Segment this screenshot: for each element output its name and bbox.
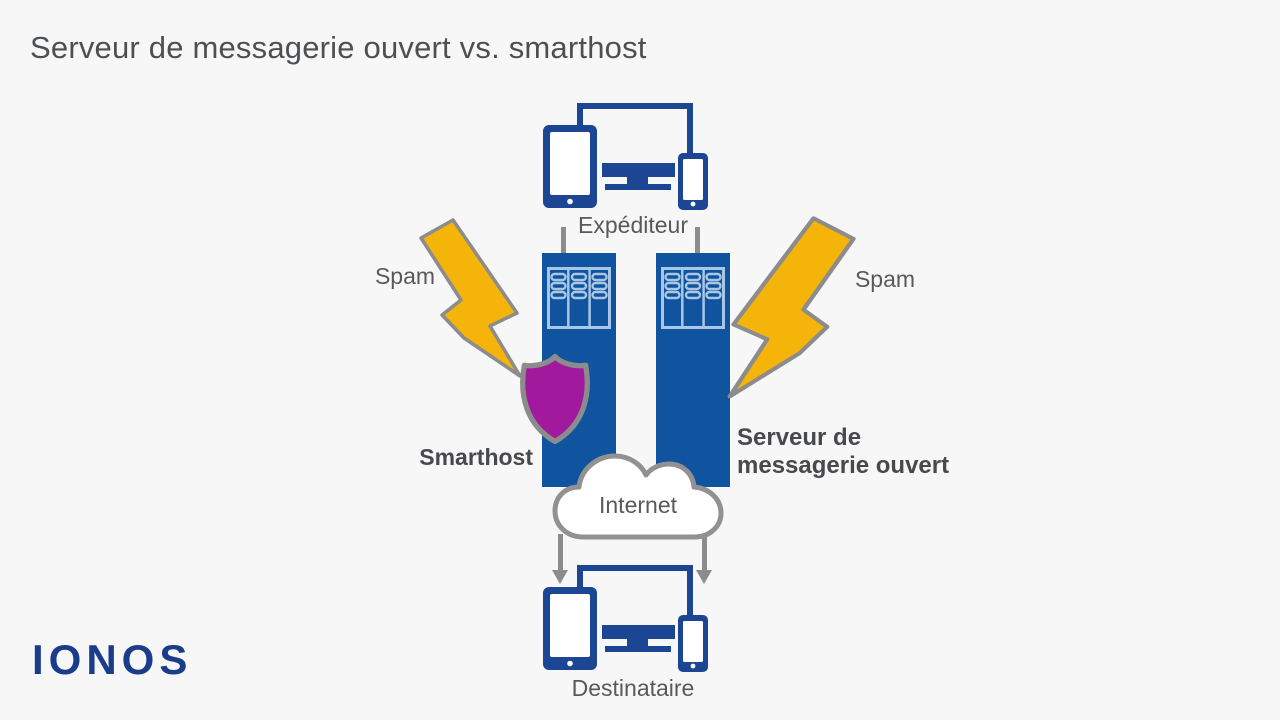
open-server-label: Serveur de messagerie ouvert — [737, 424, 950, 479]
recipient-label: Destinataire — [571, 675, 695, 701]
spam-right-label: Spam — [854, 266, 916, 292]
phone-icon — [678, 615, 708, 672]
cloud-to-recipient-line-right — [702, 534, 707, 572]
device-bracket — [577, 565, 693, 616]
server-rack-icon — [661, 267, 725, 329]
arrow-down-right-icon — [696, 570, 712, 584]
smarthost-label: Smarthost — [419, 444, 533, 470]
internet-label: Internet — [599, 492, 677, 518]
phone-icon — [678, 153, 708, 210]
spam-lightning-right-icon — [727, 216, 856, 399]
open-mail-server-icon — [656, 253, 730, 487]
monitor-icon — [602, 163, 675, 190]
cloud-to-recipient-line-left — [558, 534, 563, 572]
sender-to-openserver-line — [695, 227, 700, 254]
recipient-devices-icon — [543, 565, 708, 672]
arrow-down-left-icon — [552, 570, 568, 584]
sender-devices-icon — [543, 103, 708, 210]
shield-icon — [520, 353, 590, 445]
tablet-icon — [543, 125, 597, 208]
monitor-icon — [602, 625, 675, 652]
tablet-icon — [543, 587, 597, 670]
ionos-logo: IONOS — [32, 636, 193, 683]
page-title: Serveur de messagerie ouvert vs. smartho… — [30, 30, 647, 65]
internet-cloud-icon — [552, 453, 724, 540]
sender-label: Expéditeur — [578, 212, 688, 238]
spam-lightning-left-icon — [419, 218, 522, 378]
sender-to-smarthost-line — [561, 227, 566, 254]
spam-left-label: Spam — [374, 263, 436, 289]
device-bracket — [577, 103, 693, 154]
server-rack-icon — [547, 267, 611, 329]
